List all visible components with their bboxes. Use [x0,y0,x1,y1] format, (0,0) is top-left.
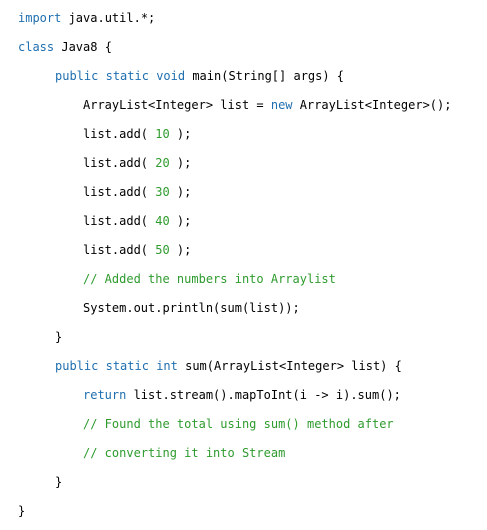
code-line-comment: // converting it into Stream [0,443,285,463]
code-line-close-brace: } [0,501,25,521]
code-text: sum(ArrayList<Integer> list) { [177,359,402,373]
keyword: static [105,69,149,83]
keyword: return [83,388,127,402]
keyword: new [270,98,293,112]
number-literal: 30 [155,185,170,199]
number-literal: 10 [155,127,170,141]
code-text: list.add( [83,127,156,141]
keyword: int [156,359,178,373]
keyword: void [156,69,186,83]
code-text: ArrayList<Integer>(); [292,98,452,112]
keyword: public [55,69,99,83]
code-text: list.add( [83,243,156,257]
code-text: System.out.println(sum(list)); [83,301,300,315]
code-text: java.util.*; [61,11,156,25]
code-line-list-decl: ArrayList<Integer> list = new ArrayList<… [0,95,451,115]
code-line-close-brace: } [0,472,62,492]
code-line-import: import java.util.*; [0,8,155,28]
code-line-add: list.add( 50 ); [0,240,191,260]
code-text: } [18,504,26,518]
code-text: ); [169,243,192,257]
code-text: ); [169,214,192,228]
code-line-comment: // Added the numbers into Arraylist [0,269,336,289]
code-line-comment: // Found the total using sum() method af… [0,414,394,434]
code-text: list.add( [83,156,156,170]
code-line-add: list.add( 40 ); [0,211,191,231]
code-line-main-signature: public static void main(String[] args) { [0,66,344,86]
code-line-class: class Java8 { [0,37,112,57]
code-comment: // Found the total using sum() method af… [83,417,394,431]
code-comment: // converting it into Stream [83,446,286,460]
keyword: import [18,11,62,25]
number-literal: 40 [155,214,170,228]
code-line-return: return list.stream().mapToInt(i -> i).su… [0,385,401,405]
code-text: ); [169,127,192,141]
code-comment: // Added the numbers into Arraylist [83,272,336,286]
code-text: ); [169,156,192,170]
keyword: public [55,359,99,373]
code-text: } [55,330,63,344]
number-literal: 20 [155,156,170,170]
code-text: Java8 { [54,40,112,54]
code-text: main(String[] args) { [185,69,345,83]
code-text: ); [169,185,192,199]
code-line-add: list.add( 20 ); [0,153,191,173]
keyword: static [105,359,149,373]
code-text: ArrayList<Integer> list = [83,98,271,112]
keyword: class [18,40,55,54]
code-line-println: System.out.println(sum(list)); [0,298,300,318]
code-text: list.add( [83,185,156,199]
code-text: list.add( [83,214,156,228]
code-text: list.stream().mapToInt(i -> i).sum(); [126,388,401,402]
code-text: } [55,475,63,489]
code-line-add: list.add( 30 ); [0,182,191,202]
code-line-sum-signature: public static int sum(ArrayList<Integer>… [0,356,402,376]
number-literal: 50 [155,243,170,257]
code-line-close-brace: } [0,327,62,347]
code-line-add: list.add( 10 ); [0,124,191,144]
